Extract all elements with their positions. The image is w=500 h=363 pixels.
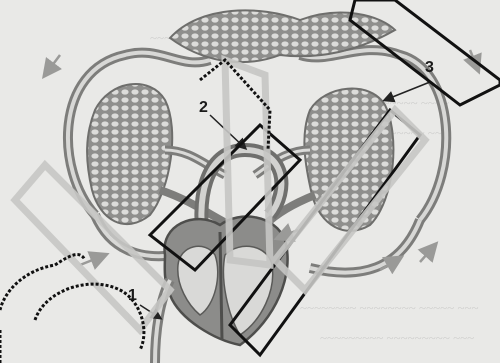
flow-arrow bbox=[45, 55, 60, 75]
label-1: 1 bbox=[128, 288, 137, 304]
label-3-pointer bbox=[385, 82, 430, 100]
label-3: 3 bbox=[425, 60, 434, 76]
flow-arrow bbox=[420, 245, 435, 262]
label-2: 2 bbox=[199, 100, 208, 116]
left-lung-capillaries bbox=[87, 84, 172, 224]
